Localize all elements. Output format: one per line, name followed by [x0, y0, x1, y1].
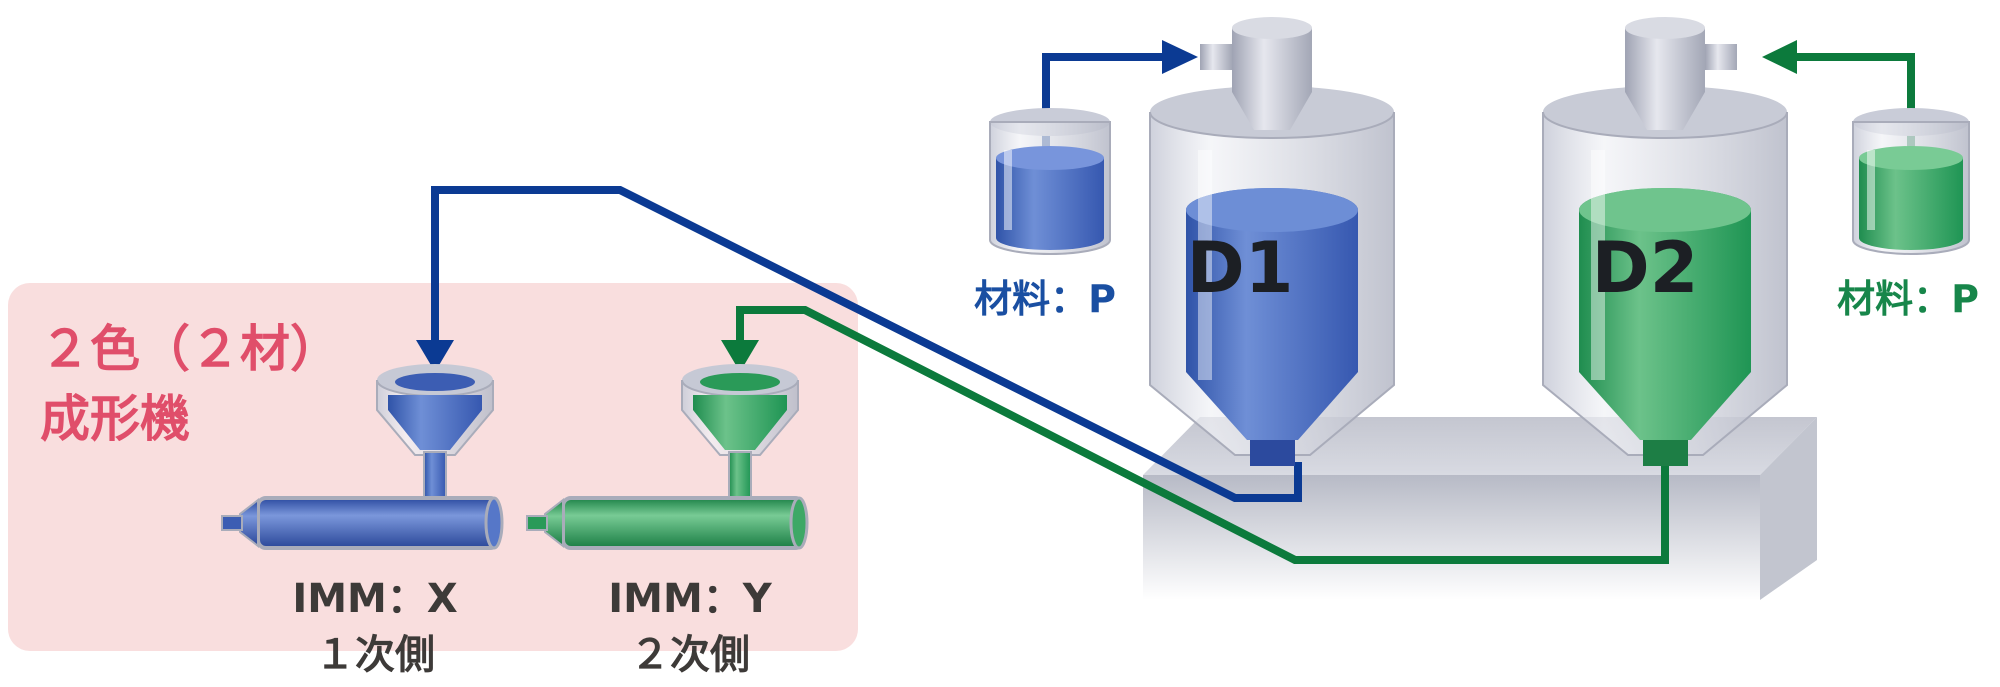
green-pipe-to-imm-y — [736, 306, 1669, 564]
dryer-d2-label: D2 — [1592, 227, 1699, 309]
imm-x: IMM：X １次側 — [221, 364, 504, 678]
green-arrow-to-imm-y — [721, 340, 759, 372]
material-right-label: 材料：P — [1837, 277, 1979, 321]
imm-y-barrel — [561, 496, 805, 550]
imm-x-hopper-material — [388, 395, 482, 450]
dryer-d2-outlet — [1643, 440, 1688, 466]
material-left-label: 材料：P — [974, 277, 1116, 321]
blue-arrow-to-dryer-1 — [1162, 40, 1198, 74]
material-container-right: 材料：P — [1837, 108, 1979, 321]
material-left-fill-top — [996, 146, 1104, 170]
dryer-d1-highlight — [1198, 150, 1212, 380]
imm-x-barrel-end — [484, 496, 504, 550]
blue-pipe-to-imm-x — [431, 186, 1302, 502]
imm-x-hopper-inner — [395, 373, 475, 391]
imm-y: IMM：Y ２次側 — [526, 364, 809, 678]
imm-y-hopper-inner — [700, 373, 780, 391]
dryer-d2-material-top — [1579, 188, 1751, 232]
dryer-d1-material-top — [1186, 188, 1358, 232]
material-left-fill — [996, 158, 1104, 250]
imm-x-barrel — [256, 496, 500, 550]
dryer-d2-inlet — [1705, 44, 1737, 70]
imm-x-side: １次側 — [315, 632, 435, 678]
dryer-d2: D2 — [1542, 17, 1788, 466]
green-arrow-to-dryer-2 — [1762, 40, 1797, 74]
dryer-d1-inlet — [1200, 44, 1232, 70]
imm-y-nozzle-tip — [526, 515, 548, 531]
imm-y-name: IMM：Y — [608, 576, 772, 622]
imm-x-nozzle-cone — [239, 497, 259, 549]
dryer-d2-hopper-cone — [1625, 92, 1705, 130]
imm-x-name: IMM：X — [292, 576, 457, 622]
dryer-d1: D1 — [1149, 17, 1395, 466]
dryer-d2-highlight — [1591, 150, 1605, 380]
imm-y-barrel-end — [789, 496, 809, 550]
material-right-fill — [1859, 158, 1963, 250]
imm-x-nozzle-tip — [221, 515, 243, 531]
material-right-fill-top — [1859, 146, 1963, 170]
blue-arrow-to-imm-x — [416, 340, 454, 372]
dryer-d2-hopper-top — [1625, 17, 1705, 39]
imm-y-side: ２次側 — [630, 632, 750, 678]
imm-y-hopper-material — [693, 395, 787, 450]
imm-y-feed-throat — [728, 451, 752, 503]
material-container-left: 材料：P — [974, 108, 1116, 321]
imm-y-nozzle-cone — [544, 497, 564, 549]
imm-x-feed-throat — [423, 451, 447, 503]
dryer-d1-hopper-top — [1232, 17, 1312, 39]
machine-group-title-line2: 成形機 — [40, 390, 190, 448]
dryer-d1-material-fill — [1186, 188, 1358, 440]
platform-right-side — [1760, 417, 1817, 600]
material-left-highlight — [1004, 150, 1012, 230]
dryer-d1-label: D1 — [1187, 227, 1294, 309]
machine-group-title-line1: ２色（２材） — [40, 320, 340, 378]
dryer-d1-hopper-cone — [1232, 92, 1312, 130]
dryer-d1-outlet — [1250, 440, 1295, 466]
material-right-highlight — [1867, 150, 1875, 230]
dryer-d2-material-fill — [1579, 188, 1751, 440]
